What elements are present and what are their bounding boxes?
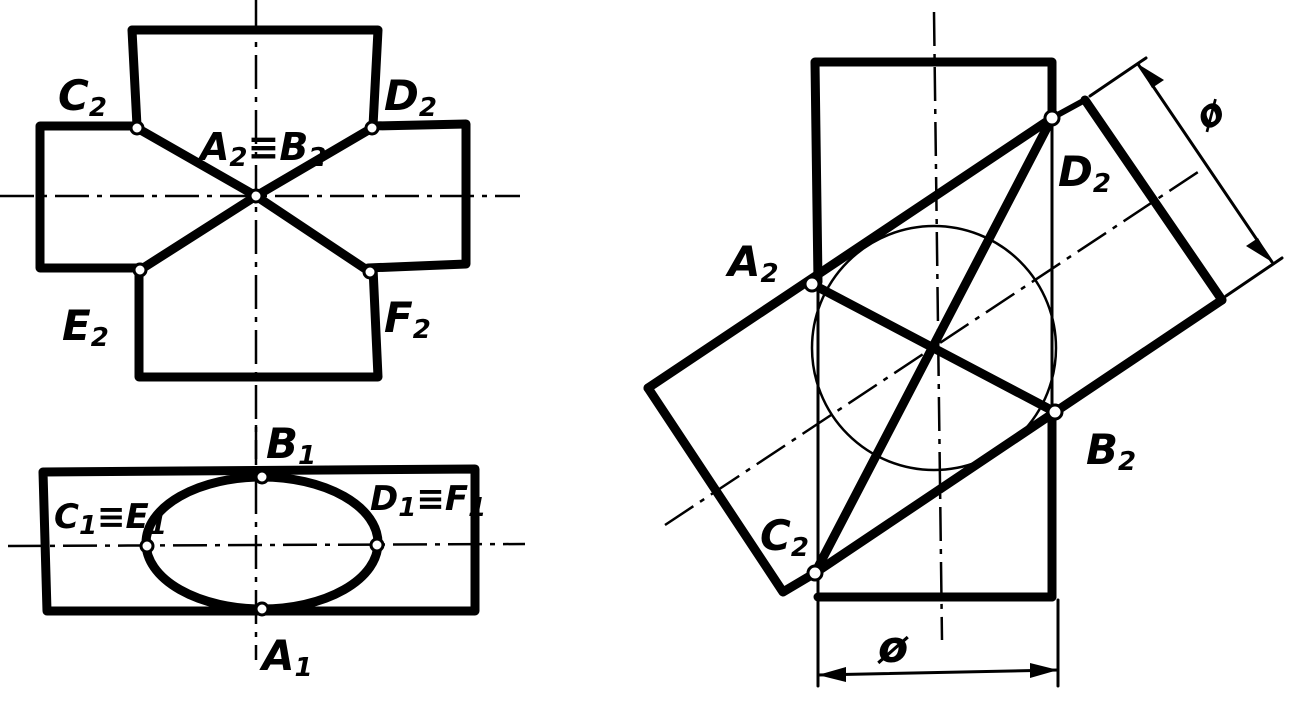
front-intersection-e2 <box>135 191 261 275</box>
dim-right-diameter: ø <box>1186 87 1234 139</box>
point-d1-f1 <box>369 537 385 553</box>
top-ellipse <box>141 472 383 614</box>
point-a1 <box>254 601 270 617</box>
label-c1-e1: C1≡E1 <box>54 497 167 541</box>
dim-right-arrow-top <box>1138 64 1164 88</box>
label-b1: B1 <box>266 419 316 471</box>
point-c1-e1 <box>139 538 155 554</box>
point-e2 <box>132 262 148 278</box>
intersection-c2-d2 <box>810 113 1057 578</box>
point-c2 <box>129 120 145 136</box>
top-horizontal-axis <box>7 542 526 548</box>
point-d2 <box>364 120 380 136</box>
inscribed-sphere <box>810 224 1058 472</box>
label-d2-right: D2 <box>1058 147 1111 199</box>
point-d2-right <box>1043 109 1061 127</box>
vertical-cylinder-top <box>810 57 1057 287</box>
front-intersection-d2 <box>251 123 377 201</box>
front-outline-top <box>127 25 383 131</box>
label-a1: A1 <box>259 631 313 683</box>
front-outline-bottom <box>134 263 383 382</box>
label-a2-right: A2 <box>725 237 779 289</box>
dim-bottom-line <box>816 668 1060 677</box>
dim-right-line <box>1136 62 1274 264</box>
label-f2: F2 <box>384 293 431 345</box>
front-intersection-f2 <box>251 191 375 277</box>
label-e2: E2 <box>62 301 109 353</box>
inclined-cylinder-upper-edge <box>643 113 1057 393</box>
inclined-cylinder-right-end <box>1080 95 1227 305</box>
point-a2-b2 <box>248 188 264 204</box>
right-view: A2 B2 C2 D2 ø ø <box>643 11 1284 688</box>
point-a2-right <box>803 275 821 293</box>
label-c2: C2 <box>58 71 107 123</box>
point-f2 <box>362 264 378 280</box>
label-d1-f1: D1≡F1 <box>370 479 486 523</box>
inclined-cylinder-left-end <box>643 383 820 597</box>
label-d2: D2 <box>384 71 437 123</box>
left-top-view: B1 C1≡E1 D1≡F1 A1 <box>7 419 526 683</box>
point-b2-right <box>1046 403 1064 421</box>
label-c2-right: C2 <box>760 511 809 563</box>
label-b2-right: B2 <box>1086 425 1136 477</box>
point-b1 <box>254 469 270 485</box>
dim-right-arrow-bottom <box>1246 238 1272 262</box>
dim-bottom-diameter: ø <box>877 622 909 673</box>
inclined-cylinder-lower-edge <box>810 295 1227 578</box>
point-c2-right <box>806 564 824 582</box>
dim-bottom-arrow-right <box>1030 663 1058 678</box>
left-front-view: C2 D2 A2≡B2 E2 F2 <box>0 0 520 465</box>
label-a2-b2: A2≡B2 <box>197 125 326 173</box>
right-vertical-axis <box>932 11 944 641</box>
front-outline-left <box>35 121 144 273</box>
front-outline-right <box>363 119 471 273</box>
dim-bottom-arrow-left <box>818 667 846 682</box>
dim-right-extension-bottom <box>1224 256 1284 298</box>
front-intersection-c2 <box>132 123 261 201</box>
top-rectangle <box>38 464 480 616</box>
